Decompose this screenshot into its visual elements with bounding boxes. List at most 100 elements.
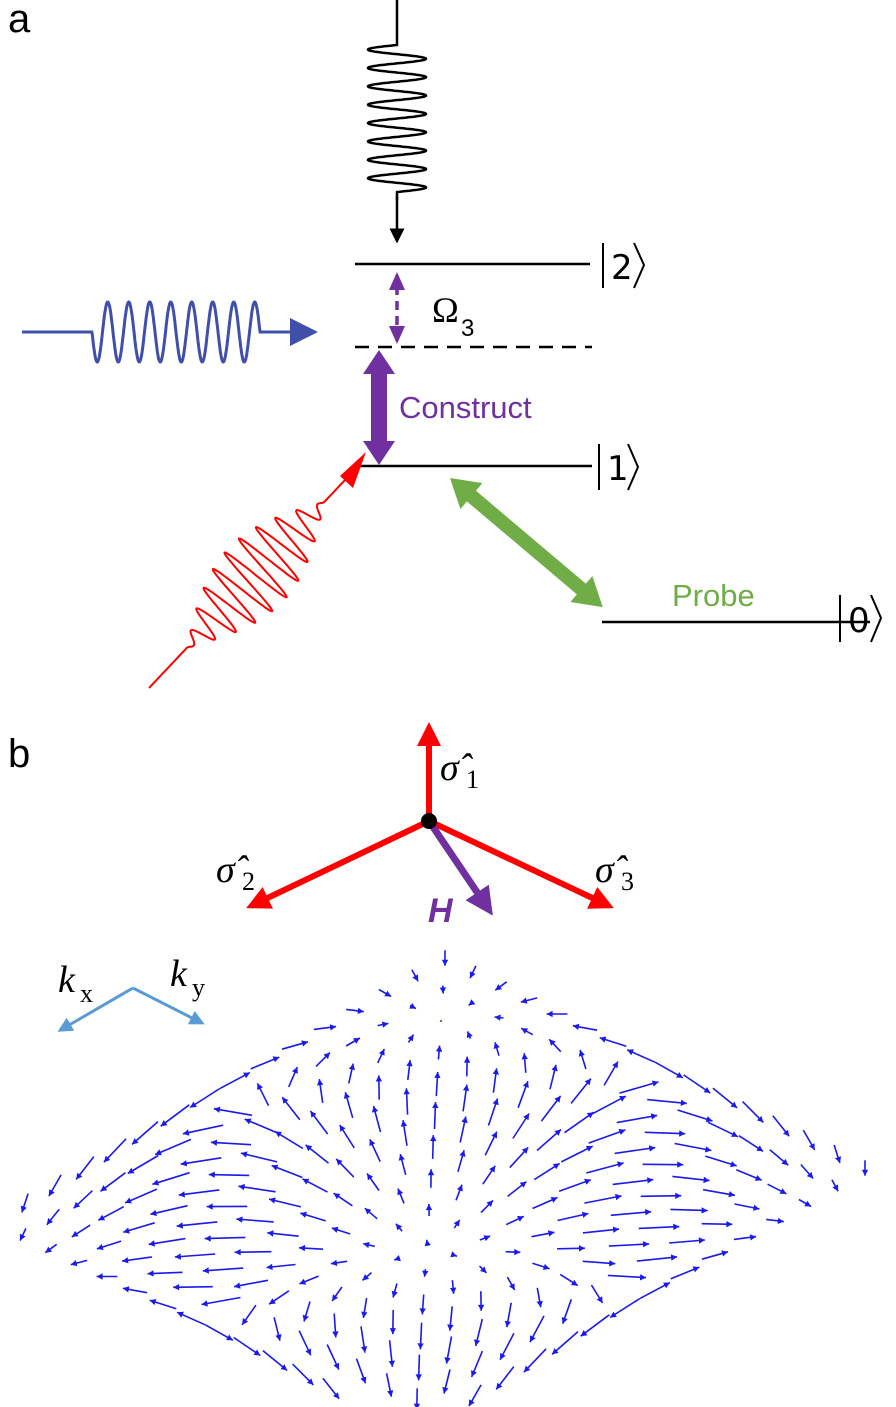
field-vector-arrowhead	[578, 1050, 585, 1057]
field-vector	[636, 1256, 678, 1262]
field-vector-arrowhead	[201, 1300, 208, 1307]
field-vector-arrowhead	[176, 1222, 183, 1229]
field-vector	[213, 1107, 253, 1117]
field-vector-arrowhead	[704, 1146, 712, 1153]
ket-0: 0	[839, 594, 883, 643]
field-vector-arrowhead	[122, 1257, 129, 1264]
red-wave-arrowhead	[340, 452, 366, 488]
field-vector-arrowhead	[403, 1088, 410, 1095]
field-vector-arrowhead	[808, 1143, 815, 1150]
field-vector-arrowhead	[330, 1259, 338, 1266]
field-vector-arrowhead	[400, 1120, 408, 1127]
field-vector-arrowhead	[483, 1235, 491, 1242]
field-vector	[586, 1162, 624, 1174]
field-vector-arrowhead	[363, 1241, 370, 1249]
field-vector-arrowhead	[494, 1014, 501, 1021]
field-vector-arrowhead	[317, 1079, 324, 1086]
field-vector-arrowhead	[394, 1255, 401, 1262]
field-vector-arrowhead	[204, 1235, 211, 1242]
field-vector-arrowhead	[149, 1299, 157, 1306]
field-vector	[234, 1250, 272, 1254]
field-vector-arrowhead	[46, 1218, 54, 1225]
field-vector-arrowhead	[123, 1227, 130, 1234]
field-vector-arrowhead	[521, 1147, 529, 1154]
field-vector-arrowhead	[413, 1403, 421, 1407]
field-vector-arrowhead	[122, 1286, 130, 1293]
vector-field	[19, 950, 869, 1407]
field-vector-arrowhead	[496, 1382, 503, 1390]
field-vector-arrowhead	[550, 1197, 558, 1203]
field-vector-arrowhead	[226, 1334, 233, 1341]
field-vector-arrowhead	[425, 1204, 433, 1211]
field-vector-arrowhead	[536, 1300, 543, 1308]
field-vector-arrowhead	[692, 1266, 700, 1273]
field-vector-arrowhead	[419, 1308, 426, 1315]
field-vector-arrowhead	[333, 1362, 340, 1370]
field-vector-arrowhead	[292, 1067, 298, 1074]
field-vector	[173, 1285, 213, 1289]
field-vector-arrowhead	[571, 1279, 578, 1286]
field-vector-arrowhead	[432, 1102, 439, 1109]
field-vector-arrowhead	[645, 1209, 652, 1216]
field-vector-arrowhead	[552, 1163, 560, 1170]
ky-axis	[132, 986, 205, 1025]
field-vector-arrowhead	[253, 1349, 261, 1356]
field-vector-arrowhead	[549, 1039, 556, 1046]
field-vector-arrowhead	[753, 1204, 760, 1211]
field-vector-arrowhead	[651, 1080, 659, 1087]
field-vector-arrowhead	[375, 1075, 383, 1082]
field-vector-arrowhead	[480, 1266, 487, 1273]
field-vector-arrowhead	[244, 1118, 252, 1125]
field-vector-arrowhead	[523, 1365, 531, 1373]
h-label: H	[428, 892, 454, 930]
field-vector-arrowhead	[450, 1251, 457, 1258]
field-vector-arrowhead	[177, 1311, 184, 1318]
field-vector-arrowhead	[236, 1216, 243, 1223]
field-vector-arrowhead	[234, 1282, 241, 1289]
red-wave	[148, 479, 346, 689]
field-vector	[202, 1267, 244, 1272]
panel-a: a 2 1 0	[8, 0, 883, 689]
field-vector-arrowhead	[756, 1115, 764, 1123]
field-vector-arrowhead	[596, 1296, 603, 1303]
field-vector-arrowhead	[804, 1200, 812, 1207]
field-vector-arrowhead	[174, 1253, 181, 1260]
field-vector-arrowhead	[242, 1318, 249, 1325]
field-vector-arrowhead	[521, 1053, 528, 1060]
omega3-label: Ω 3	[432, 290, 474, 342]
field-vector-arrowhead	[435, 1045, 443, 1052]
field-vector-arrowhead	[474, 1339, 481, 1346]
field-vector	[210, 1141, 252, 1146]
field-vector-arrowhead	[267, 1230, 274, 1237]
field-vector-arrowhead	[489, 1165, 496, 1173]
field-vector-arrowhead	[257, 1083, 263, 1091]
field-vector-arrowhead	[615, 1193, 622, 1201]
field-vector-arrowhead	[152, 1179, 160, 1186]
field-vector-arrowhead	[372, 1106, 379, 1113]
field-vector-arrowhead	[282, 1097, 289, 1104]
field-vector-arrowhead	[551, 1064, 558, 1072]
field-vector-arrowhead	[98, 1214, 106, 1221]
field-vector-arrowhead	[360, 1376, 367, 1384]
field-vector-arrowhead	[673, 1223, 680, 1230]
field-vector-arrowhead	[100, 1185, 108, 1192]
field-vector-arrowhead	[492, 1098, 499, 1106]
field-vector-arrowhead	[147, 1270, 154, 1277]
svg-text:k: k	[170, 953, 188, 995]
field-vector-arrowhead	[471, 1370, 477, 1377]
field-vector-arrowhead	[552, 1348, 559, 1355]
field-vector-arrowhead	[20, 1205, 27, 1213]
field-vector-arrowhead	[514, 1248, 521, 1256]
field-vector-arrowhead	[348, 1063, 355, 1071]
field-vector-arrowhead	[412, 974, 419, 982]
field-vector-arrowhead	[676, 1072, 683, 1078]
field-vector	[154, 1138, 192, 1156]
field-vector-arrowhead	[459, 1150, 466, 1157]
field-vector-arrowhead	[208, 1171, 215, 1178]
field-vector-arrowhead	[275, 1131, 282, 1138]
field-vector-arrowhead	[520, 997, 528, 1004]
field-vector-arrowhead	[103, 1155, 111, 1163]
field-vector-arrowhead	[618, 1128, 626, 1135]
svg-text:1: 1	[607, 449, 629, 489]
field-vector-arrowhead	[530, 1335, 536, 1343]
